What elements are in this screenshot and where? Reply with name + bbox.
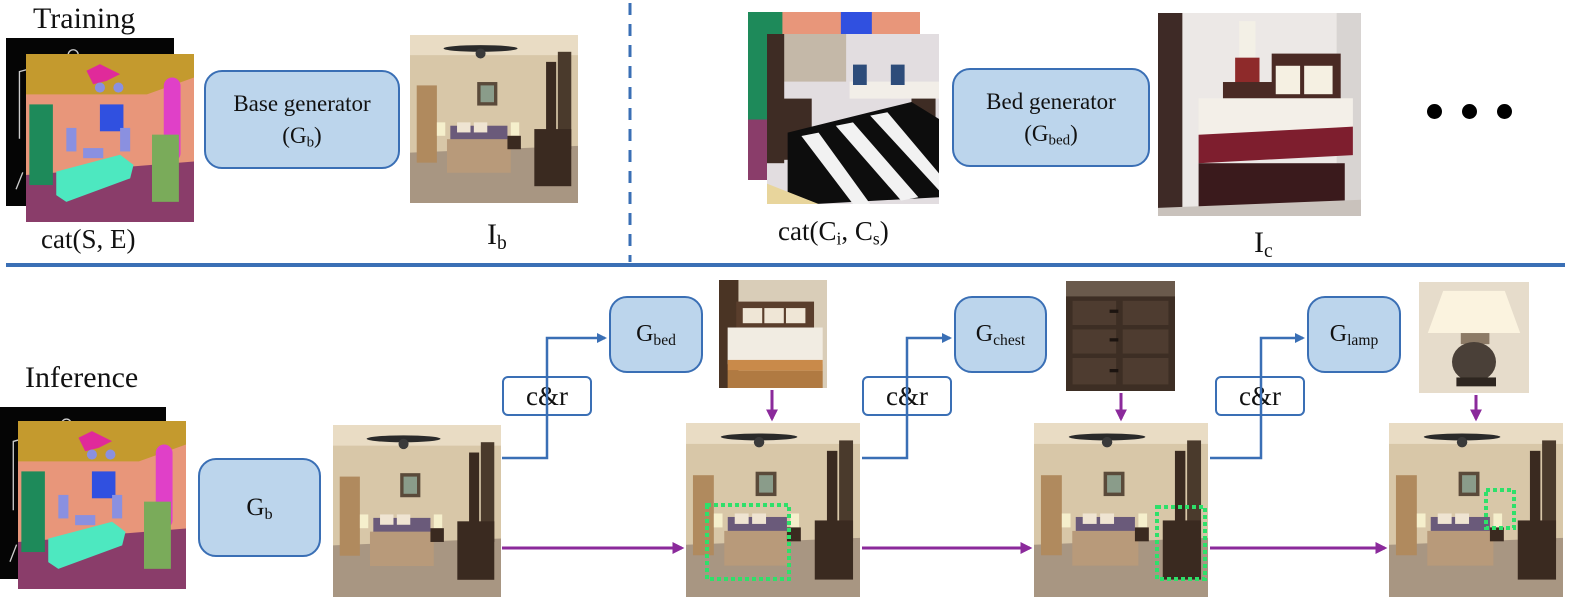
bed-highlight-box — [705, 503, 791, 581]
lamp-generator-step-box: Glamp — [1307, 296, 1401, 373]
inference-base-generator-symbol: Gb — [246, 493, 273, 523]
base-output-caption: Ib — [487, 218, 507, 254]
lamp-highlight-box — [1484, 488, 1516, 530]
bed-generator-symbol: (Gbed) — [1024, 120, 1078, 149]
base-generator-box: Base generator (Gb) — [204, 70, 400, 169]
bed-generator-box: Bed generator (Gbed) — [952, 68, 1150, 167]
inference-label: Inference — [25, 361, 139, 394]
chest-generator-step-symbol: Gchest — [975, 321, 1026, 350]
crop-connector-1 — [502, 333, 607, 460]
inference-base-generator-box: Gb — [198, 458, 321, 557]
crop-connector-3 — [1210, 333, 1305, 460]
input-caption: cat(S, E) — [41, 224, 136, 254]
bed-generator-title: Bed generator — [986, 89, 1116, 115]
base-generator-symbol: (Gb) — [282, 122, 322, 151]
base-generator-title: Base generator — [233, 91, 371, 117]
ellipsis-dots — [1427, 104, 1512, 119]
bed-generator-step-box: Gbed — [609, 296, 703, 373]
chest-generator-step-box: Gchest — [954, 296, 1047, 373]
bed-generator-step-symbol: Gbed — [636, 321, 676, 350]
training-label: Training — [33, 2, 136, 35]
chest-highlight-box — [1155, 505, 1207, 581]
crop-connector-2 — [862, 333, 952, 460]
crop-caption: cat(Ci, Cs) — [778, 216, 889, 249]
bed-output-caption: Ic — [1254, 226, 1273, 262]
lamp-generator-step-symbol: Glamp — [1329, 321, 1379, 350]
